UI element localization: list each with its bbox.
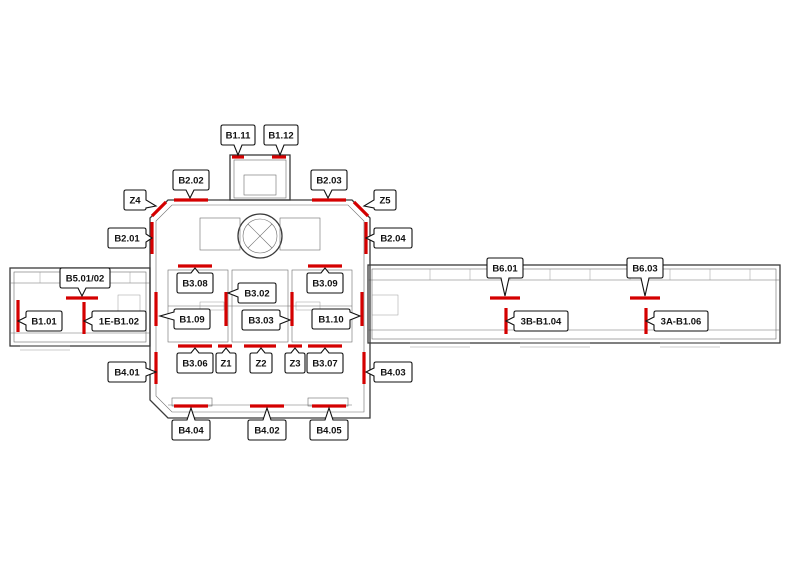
callout-text: B4.03: [380, 368, 405, 379]
callout-label: B4.04: [171, 406, 211, 441]
callout-label: Z1: [215, 347, 237, 374]
callout-text: B2.02: [178, 176, 203, 187]
callout-label: B3.08: [176, 267, 214, 294]
callout-label: B3.03: [241, 309, 292, 331]
highlight-segments: [16, 155, 660, 408]
callout-text: B1.09: [179, 315, 204, 326]
callout-label: Z5: [362, 189, 397, 211]
callout-label: B2.02: [172, 169, 210, 200]
callout-text: Z3: [289, 359, 300, 370]
callout-label: 1E-B1.02: [82, 310, 147, 332]
callout-label: Z2: [249, 347, 273, 374]
callout-text: B4.05: [316, 426, 342, 437]
callout-label: B3.07: [306, 347, 344, 374]
callout-text: B6.01: [492, 264, 518, 275]
callout-text: 3A-B1.06: [661, 317, 702, 328]
building-outline: [9, 154, 781, 419]
callout-text: Z2: [255, 359, 266, 370]
callout-text: 3B-B1.04: [521, 317, 562, 328]
callout-label: B1.01: [16, 310, 63, 332]
callout-label: B1.12: [263, 124, 299, 157]
callout-text: B3.02: [244, 289, 269, 300]
callout-text: B1.10: [318, 315, 343, 326]
callout-label: B3.06: [176, 347, 214, 374]
callout-text: B2.01: [114, 234, 140, 245]
callout-text: B1.11: [226, 131, 252, 142]
callout-label: B2.04: [364, 227, 413, 249]
callout-text: B4.04: [178, 426, 204, 437]
callout-label: B5.01/02: [59, 267, 111, 298]
segment-Z4: [150, 200, 168, 218]
callout-label: B2.01: [107, 227, 153, 249]
callout-text: B1.12: [268, 131, 293, 142]
callout-text: B3.09: [312, 279, 337, 290]
callout-label: B1.10: [311, 308, 362, 330]
callout-label: 3B-B1.04: [504, 310, 569, 332]
callout-label: B6.03: [626, 257, 664, 297]
callout-text: B1.01: [31, 317, 57, 328]
callout-label: B4.01: [107, 361, 158, 383]
segment-Z5: [352, 200, 370, 218]
callout-label: B4.03: [364, 361, 413, 383]
callout-text: B4.01: [114, 368, 140, 379]
callout-text: B4.02: [254, 426, 279, 437]
callout-label: B1.11: [220, 124, 256, 157]
callout-label: B2.03: [310, 169, 348, 200]
callout-label: B1.09: [157, 308, 211, 330]
callout-text: 1E-B1.02: [99, 317, 139, 328]
callout-text: B3.08: [182, 279, 207, 290]
callout-label: Z3: [284, 347, 306, 374]
callout-text: B3.06: [182, 359, 207, 370]
callout-label: B3.02: [226, 282, 277, 304]
callout-labels: B1.11 B1.12 B2.02 B2.03 Z4 Z5 B2.01 B2.0…: [16, 124, 709, 441]
callout-label: 3A-B1.06: [644, 310, 709, 332]
callout-label: B3.09: [306, 267, 344, 294]
callout-label: B4.05: [309, 406, 349, 441]
callout-label: Z4: [123, 189, 158, 211]
callout-text: Z5: [379, 196, 391, 207]
callout-text: B2.03: [316, 176, 341, 187]
callout-text: B5.01/02: [66, 274, 105, 285]
callout-text: B6.03: [632, 264, 657, 275]
callout-text: Z1: [220, 359, 232, 370]
callout-text: Z4: [129, 196, 141, 207]
callout-text: B3.07: [312, 359, 337, 370]
callout-label: B4.02: [247, 406, 287, 441]
callout-label: B6.01: [486, 257, 524, 297]
callout-text: B3.03: [248, 316, 273, 327]
callout-text: B2.04: [380, 234, 406, 245]
